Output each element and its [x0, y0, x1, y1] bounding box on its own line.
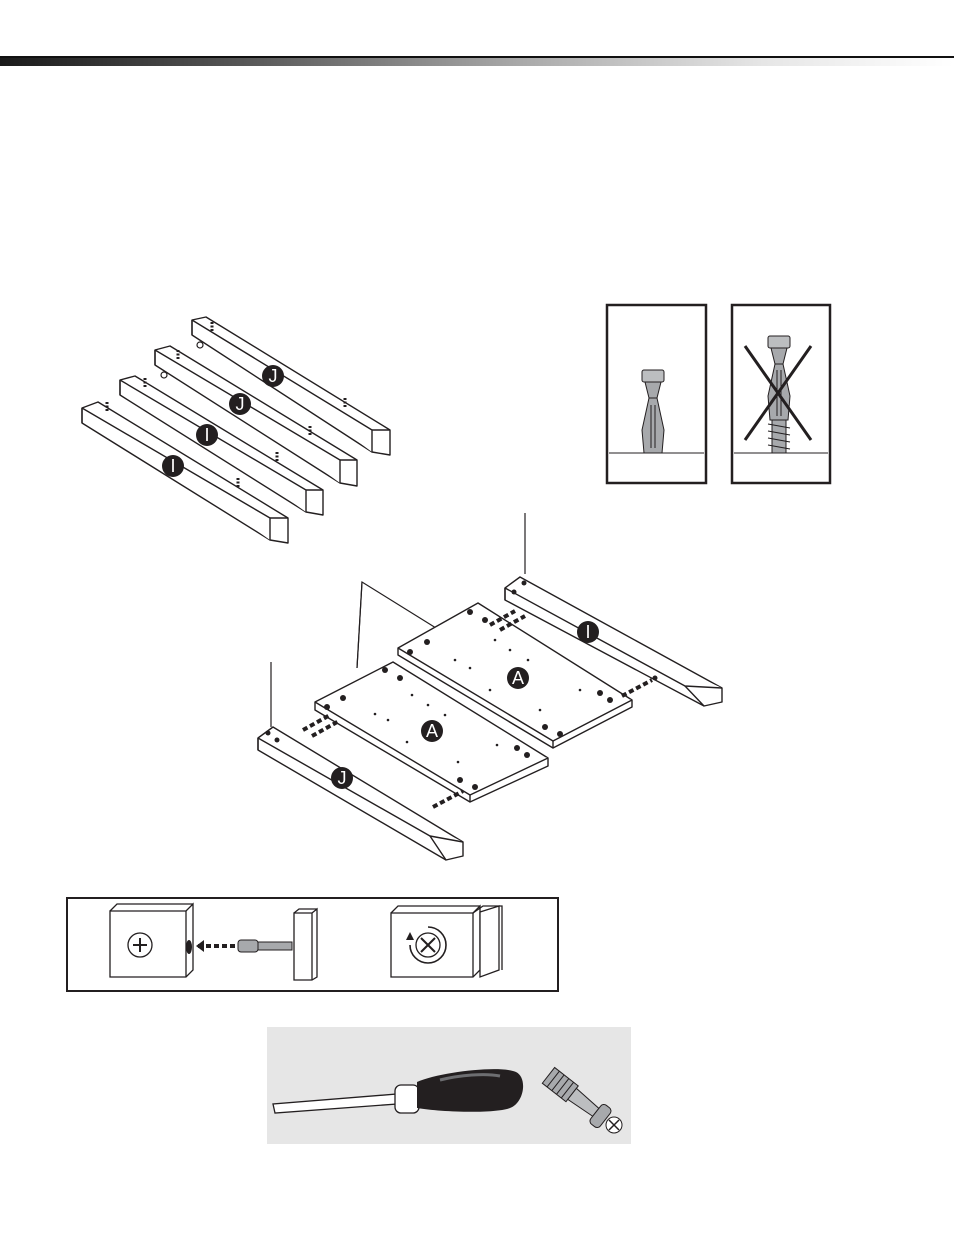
label-i-1: I	[196, 424, 218, 446]
rail-stack: J J I I	[82, 317, 390, 543]
svg-text:I: I	[204, 425, 209, 445]
svg-text:A: A	[512, 668, 524, 688]
label-j-1: J	[262, 365, 284, 387]
cam-block	[110, 904, 193, 977]
svg-text:A: A	[426, 721, 438, 741]
upright-board	[294, 909, 317, 980]
label-i-2: I	[162, 455, 184, 477]
svg-text:I: I	[585, 622, 590, 642]
label-j-2: J	[229, 393, 251, 415]
tools-panel	[267, 1027, 631, 1144]
svg-text:J: J	[236, 394, 245, 414]
assembled-blocks	[391, 906, 502, 977]
assembly-view: I A	[258, 513, 722, 860]
correct-bolt-panel	[607, 305, 706, 483]
svg-text:J: J	[338, 768, 347, 788]
incorrect-bolt-panel	[732, 305, 830, 483]
svg-text:J: J	[269, 366, 278, 386]
cam-bolt-icon	[238, 940, 292, 952]
svg-text:I: I	[170, 456, 175, 476]
cam-lock-detail	[67, 898, 558, 991]
